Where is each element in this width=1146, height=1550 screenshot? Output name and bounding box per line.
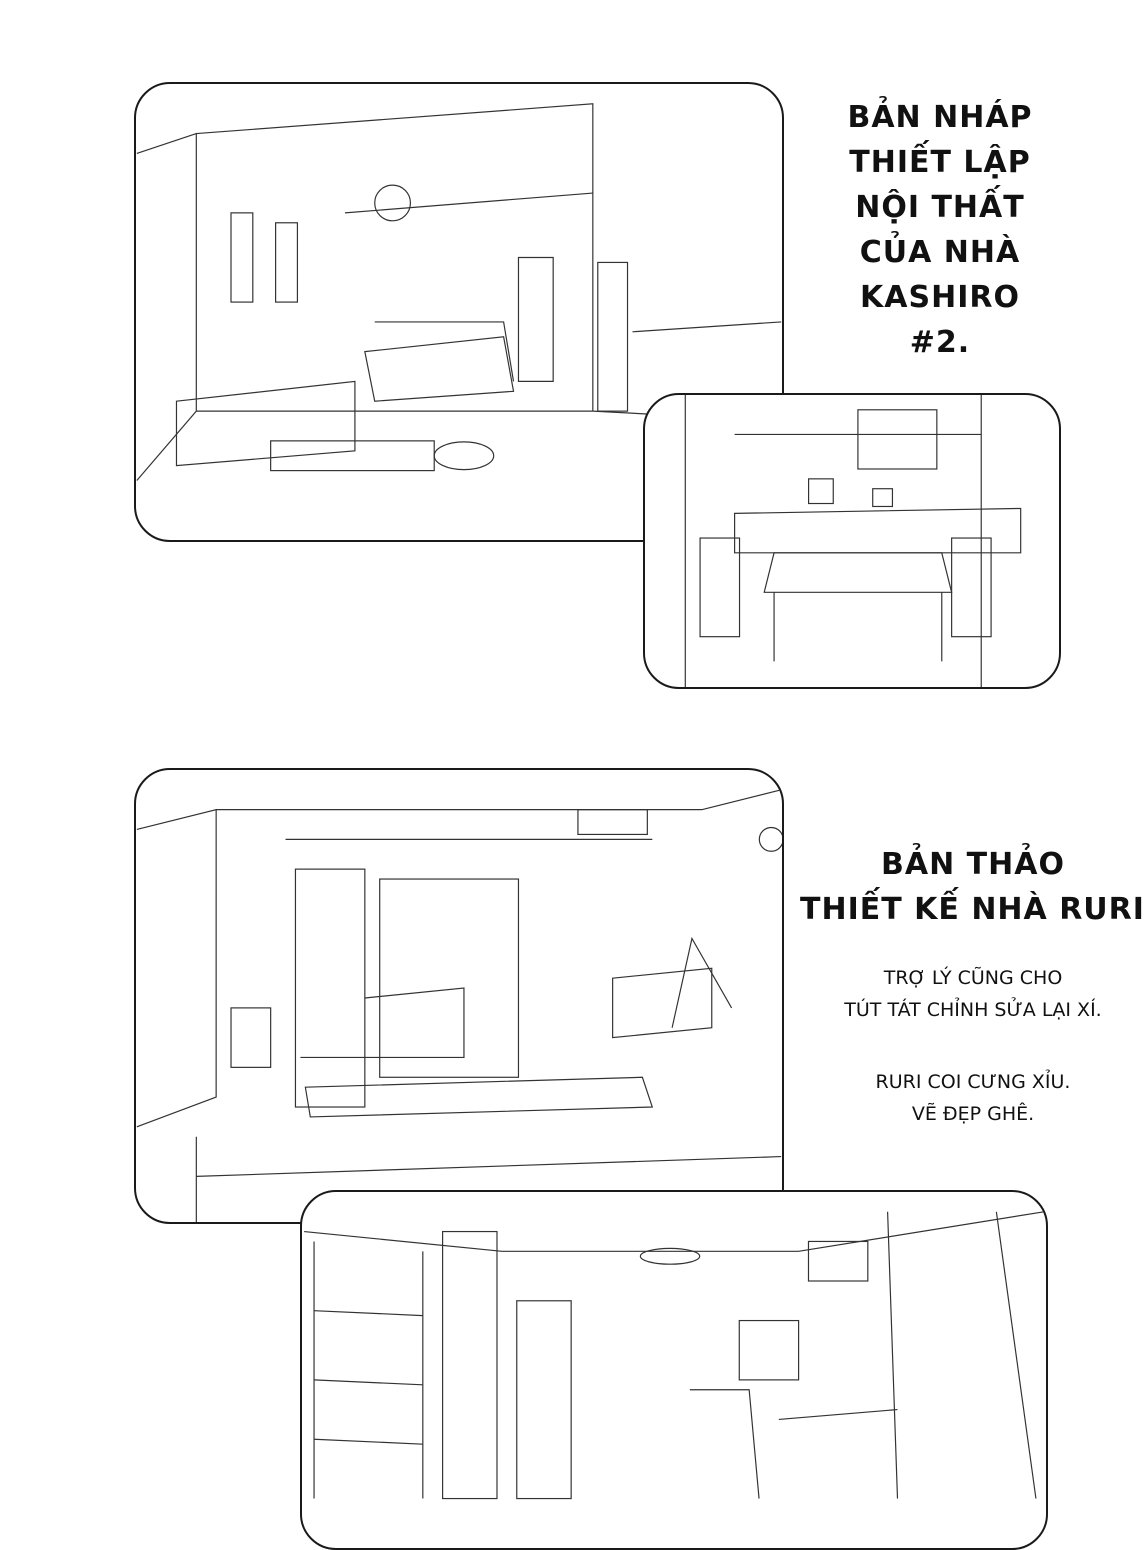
ruri-note-assistant: TRỢ LÝ CŨNG CHO TÚT TÁT CHỈNH SỬA LẠI XÍ… — [800, 962, 1146, 1026]
kashiro-kitchen-panel — [643, 393, 1061, 689]
ruri-living-room-panel — [134, 768, 784, 1224]
note-line: RURI COI CƯNG XỈU. — [875, 1071, 1071, 1093]
title-line: BẢN NHÁP — [847, 100, 1033, 135]
note-line: VẼ ĐẸP GHÊ. — [911, 1103, 1035, 1125]
title-line: KASHIRO — [860, 280, 1020, 315]
note-line: TÚT TÁT CHỈNH SỬA LẠI XÍ. — [844, 999, 1102, 1021]
ruri-note-cute: RURI COI CƯNG XỈU. VẼ ĐẸP GHÊ. — [800, 1066, 1146, 1130]
title-line: THIẾT LẬP — [849, 145, 1031, 180]
ruri-bedroom-panel — [300, 1190, 1048, 1550]
ruri-living-room-sketch — [136, 789, 782, 1222]
title-line: #2. — [909, 325, 971, 360]
kashiro-living-room-panel — [134, 82, 784, 542]
kitchen-sketch — [684, 395, 1022, 687]
note-line: TRỢ LÝ CŨNG CHO — [883, 967, 1063, 989]
title-line: THIẾT KẾ NHÀ RURI. — [800, 892, 1146, 927]
ruri-bedroom-sketch — [304, 1211, 1044, 1500]
ruri-title: BẢN THẢO THIẾT KẾ NHÀ RURI. — [800, 842, 1146, 932]
kashiro-title: BẢN NHÁP THIẾT LẬP NỘI THẤT CỦA NHÀ KASH… — [830, 95, 1050, 365]
title-line: NỘI THẤT — [855, 190, 1025, 225]
title-line: CỦA NHÀ — [859, 235, 1021, 270]
title-line: BẢN THẢO — [881, 847, 1065, 882]
living-room-sketch — [136, 103, 782, 481]
